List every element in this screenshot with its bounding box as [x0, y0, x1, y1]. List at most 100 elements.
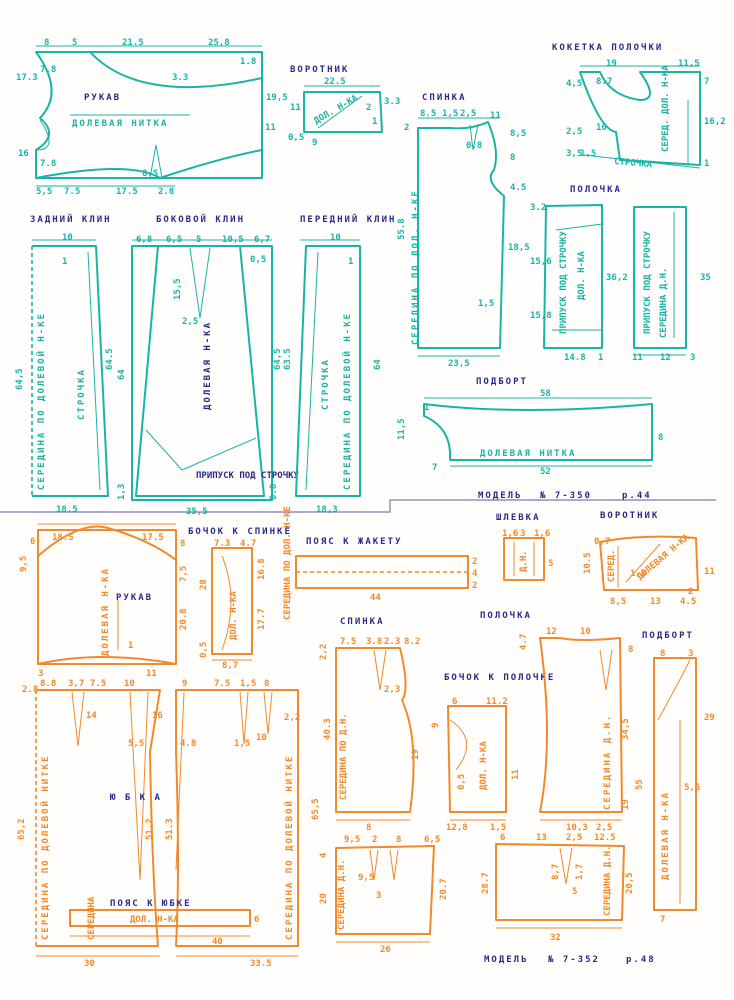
dim: 8.7	[596, 77, 612, 87]
bottom-skirt-center-a: СЕРЕДИНА ПО ДОЛЕВОЙ НИТКЕ	[39, 755, 51, 940]
top-facing-title: ПОДБОРТ	[476, 377, 528, 387]
dim: 22.5	[324, 77, 346, 87]
top-collar-piece: ВОРОТНИК 22.5 11 2 3.3 0,5 9 1 ДОЛ. Н-КА	[288, 65, 400, 148]
dim: 6,8	[136, 235, 152, 245]
bottom-collar-title: ВОРОТНИК	[600, 511, 659, 521]
dim: 25,8	[208, 38, 230, 48]
bottom-collar-piece: ВОРОТНИК ДОЛЕВАЯ Н-КА СЕРЕД. 0,7 10.5 1,…	[583, 511, 715, 607]
dim: 1,5	[234, 739, 250, 749]
dim: 10,5	[222, 235, 244, 245]
bottom-sleeve-piece: РУКАВ ДОЛЕВАЯ Н-КА 6 18.5 17.5 8 9,5 7,5…	[19, 523, 189, 679]
bottom-waist-jacket-title: ПОЯС К ЖАКЕТУ	[306, 537, 402, 547]
bottom-waist-skirt-piece: ПОЯС К ЮБКЕ ДОЛ. Н-КА СЕРЕДИНА 6 40	[69, 896, 259, 947]
dim: 16	[18, 149, 29, 159]
bottom-back-center: СЕРЕДИНА ПО Д.Н.	[339, 713, 349, 800]
dim: 5,5	[684, 783, 700, 793]
dim: 6,7	[254, 235, 270, 245]
top-model-label: МОДЕЛЬ № 7-350 р.44	[478, 491, 650, 501]
dim: 6	[452, 697, 457, 707]
dim: 1,5	[490, 823, 506, 833]
dim: 1	[128, 641, 133, 651]
dim: 8	[396, 835, 401, 845]
bottom-front-center: СЕРЕДИНА Д.Н.	[603, 714, 613, 810]
dim: 18.5	[52, 533, 74, 543]
dim: 64	[373, 359, 383, 370]
dim: 1,6	[502, 529, 518, 539]
dim: 65,2	[17, 818, 27, 840]
dim: 4.7	[519, 634, 529, 650]
dim: 2,5	[566, 127, 582, 137]
dim: 7	[660, 915, 665, 925]
top-front-piece: ПОЛОЧКА ПРИПУСК ПОД СТРОЧКУ ДОЛ. Н-КА ПР…	[530, 185, 711, 363]
dim: 11	[290, 103, 301, 113]
dim: 9	[431, 723, 441, 728]
bottom-facing-grain: ДОЛЕВАЯ Н-КА	[661, 791, 671, 880]
bottom-side-to-back-title: БОЧОК К СПИНКЕ	[188, 527, 292, 537]
dim: 17.5	[116, 187, 138, 197]
bottom-model-number: № 7-352	[548, 955, 600, 965]
top-yoke-piece: КОКЕТКА ПОЛОЧКИ 19 11,5 4,5 8.7 7 10 2,5…	[552, 43, 726, 170]
bottom-waist-jacket-center: СЕРЕДИНА ПО ДОЛ. Н-КЕ	[283, 506, 293, 620]
dim: 1,5	[240, 679, 256, 689]
dim: 3.8	[366, 637, 382, 647]
bottom-skirt-center-b: СЕРЕДИНА ПО ДОЛЕВОЙ НИТКЕ	[283, 755, 295, 940]
bottom-loop-piece: ШЛЕВКА Д.Н. 1,6 3 1,6 5	[496, 513, 553, 581]
dim: 1	[372, 117, 377, 127]
dim: 10	[256, 733, 267, 743]
dim: 30	[84, 959, 95, 969]
bottom-waist-skirt-grain: ДОЛ. Н-КА	[130, 915, 179, 925]
dim: 13	[650, 597, 661, 607]
top-side-gore-piece: БОКОВОЙ КЛИН ДОЛЕВАЯ Н-КА ПРИПУСК ПОД СТ…	[117, 213, 300, 517]
dim: 2	[472, 581, 477, 591]
top-back-gore-title: ЗАДНИЙ КЛИН	[30, 213, 112, 225]
section-divider	[0, 499, 716, 513]
dim: 9,5	[19, 556, 29, 572]
dim: 1	[348, 257, 353, 267]
dim: 1	[424, 403, 429, 413]
dim: 13	[536, 833, 547, 843]
bottom-front-title: ПОЛОЧКА	[480, 611, 532, 621]
dim: 5	[72, 38, 77, 48]
bottom-facing-title: ПОДБОРТ	[642, 631, 694, 641]
dim: 2,5	[566, 833, 582, 843]
bottom-collar-center: СЕРЕД.	[607, 549, 617, 582]
dim: 0,7	[594, 537, 610, 547]
dim: 2,5	[182, 317, 198, 327]
dim: 58	[540, 389, 551, 399]
top-model-word: МОДЕЛЬ	[478, 491, 523, 501]
dim: 1,5	[580, 149, 596, 159]
dim: 11	[146, 669, 157, 679]
dim: 2	[404, 123, 409, 133]
dim: 2.3	[384, 637, 400, 647]
dim: 7.5	[340, 637, 356, 647]
dim: 20.8	[179, 608, 189, 630]
bottom-back-lower-piece: СЕРЕДИНА Д.Н. 9,5 2 8 6,5 4 9,5 3 20 20.…	[319, 835, 449, 955]
top-model-number: № 7-350	[540, 491, 592, 501]
dim: 1	[62, 257, 67, 267]
dim: 4.7	[240, 539, 256, 549]
dim: 35	[700, 273, 711, 283]
dim: 10	[124, 679, 135, 689]
dim: 9,5	[358, 873, 374, 883]
bottom-waist-jacket-piece: ПОЯС К ЖАКЕТУ СЕРЕДИНА ПО ДОЛ. Н-КЕ 2 4 …	[283, 506, 478, 620]
top-facing-grain: ДОЛЕВАЯ НИТКА	[480, 449, 576, 459]
bottom-side-to-back-piece: БОЧОК К СПИНКЕ ДОЛ. Н-КА 7.3 4.7 28 16.8…	[188, 527, 292, 671]
dim: 8	[264, 679, 269, 689]
dim: 55.8	[397, 218, 407, 240]
dim: 5,5	[36, 187, 52, 197]
dim: 12.5	[594, 833, 616, 843]
dim: 6	[30, 537, 35, 547]
dim: 28.7	[481, 872, 491, 894]
top-yoke-grain: СЕРЕД. ДОЛ. Н-КА	[661, 65, 671, 152]
dim: 0,5	[199, 642, 209, 658]
dim: 0,5	[250, 255, 266, 265]
dim: 8	[660, 649, 665, 659]
top-side-gore-title: БОКОВОЙ КЛИН	[156, 213, 245, 225]
dim: 4.8	[180, 739, 196, 749]
dim: 20,5	[625, 872, 635, 894]
bottom-model-word: МОДЕЛЬ	[484, 955, 529, 965]
bottom-front-piece: ПОЛОЧКА СЕРЕДИНА Д.Н. 4.7 12 10 8 34,5 1…	[480, 611, 633, 833]
top-back-gore-piece: ЗАДНИЙ КЛИН 10 1 64.5 64,5 18.5 СТРОЧКА …	[15, 213, 115, 515]
dim: 65,5	[311, 798, 321, 820]
dim: 64,5	[15, 368, 25, 390]
